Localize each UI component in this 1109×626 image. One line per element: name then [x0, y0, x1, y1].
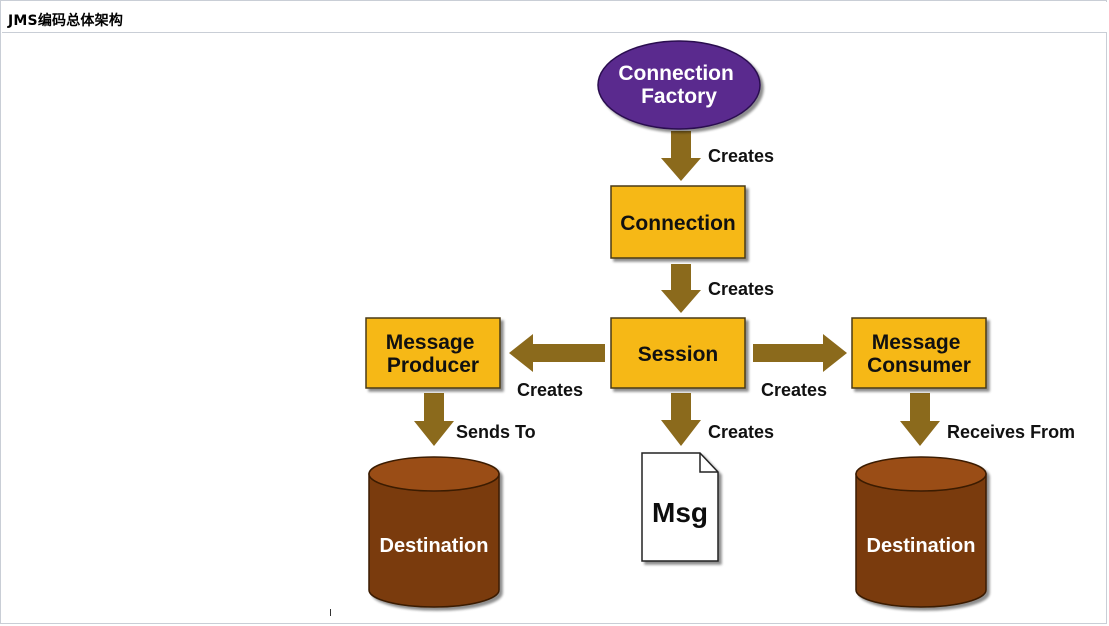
- message-consumer-label-line1: Message: [872, 331, 961, 354]
- label-producer-to-destination: Sends To: [456, 422, 536, 442]
- arrow-connection-to-session: [661, 264, 701, 313]
- cursor-mark: [330, 609, 331, 616]
- svg-text:Connection: Connection: [620, 212, 736, 235]
- svg-text:Msg: Msg: [652, 497, 708, 528]
- arrow-factory-to-connection: [661, 131, 701, 181]
- label-factory-to-connection: Creates: [708, 146, 774, 166]
- session-label: Session: [638, 343, 719, 366]
- message-consumer-node: Message Consumer: [851, 317, 987, 389]
- svg-text:Message Producer: Message Producer: [386, 331, 481, 377]
- label-session-to-msg: Creates: [708, 422, 774, 442]
- destination-right-label: Destination: [867, 535, 976, 557]
- svg-text:Destination: Destination: [380, 535, 489, 557]
- page-title: JMS编码总体架构: [8, 13, 124, 29]
- arrow-consumer-to-destination: [900, 393, 940, 446]
- message-producer-label-line1: Message: [386, 331, 475, 354]
- message-consumer-label-line2: Consumer: [867, 354, 971, 377]
- connection-factory-label-line2: Factory: [641, 85, 717, 108]
- msg-document-node: Msg: [641, 452, 719, 562]
- session-node: Session: [610, 317, 746, 389]
- connection-node: Connection: [610, 185, 746, 259]
- arrow-producer-to-destination: [414, 393, 454, 446]
- svg-text:Session: Session: [638, 343, 719, 366]
- connection-factory-label-line1: Connection: [618, 62, 734, 85]
- title-bar: JMS编码总体架构: [2, 2, 1107, 33]
- arrow-session-to-producer: [509, 334, 605, 372]
- label-connection-to-session: Creates: [708, 279, 774, 299]
- svg-text:Message Consumer: Message Consumer: [867, 331, 971, 377]
- label-consumer-to-destination: Receives From: [947, 422, 1075, 442]
- message-producer-label-line2: Producer: [387, 354, 479, 377]
- destination-left-node: Destination: [368, 456, 500, 608]
- label-session-to-producer: Creates: [517, 380, 583, 400]
- svg-text:Destination: Destination: [867, 535, 976, 557]
- connection-factory-node: Connection Factory: [597, 40, 761, 130]
- connection-label: Connection: [620, 212, 736, 235]
- label-session-to-consumer: Creates: [761, 380, 827, 400]
- message-producer-node: Message Producer: [365, 317, 501, 389]
- msg-label: Msg: [652, 497, 708, 528]
- destination-left-label: Destination: [380, 535, 489, 557]
- svg-text:Connection Factory: Connection Factory: [618, 62, 739, 108]
- arrow-session-to-consumer: [753, 334, 847, 372]
- destination-right-node: Destination: [855, 456, 987, 608]
- arrow-session-to-msg: [661, 393, 701, 446]
- arrows: [414, 131, 940, 446]
- edge-labels: Creates Creates Creates Creates Creates …: [456, 146, 1075, 442]
